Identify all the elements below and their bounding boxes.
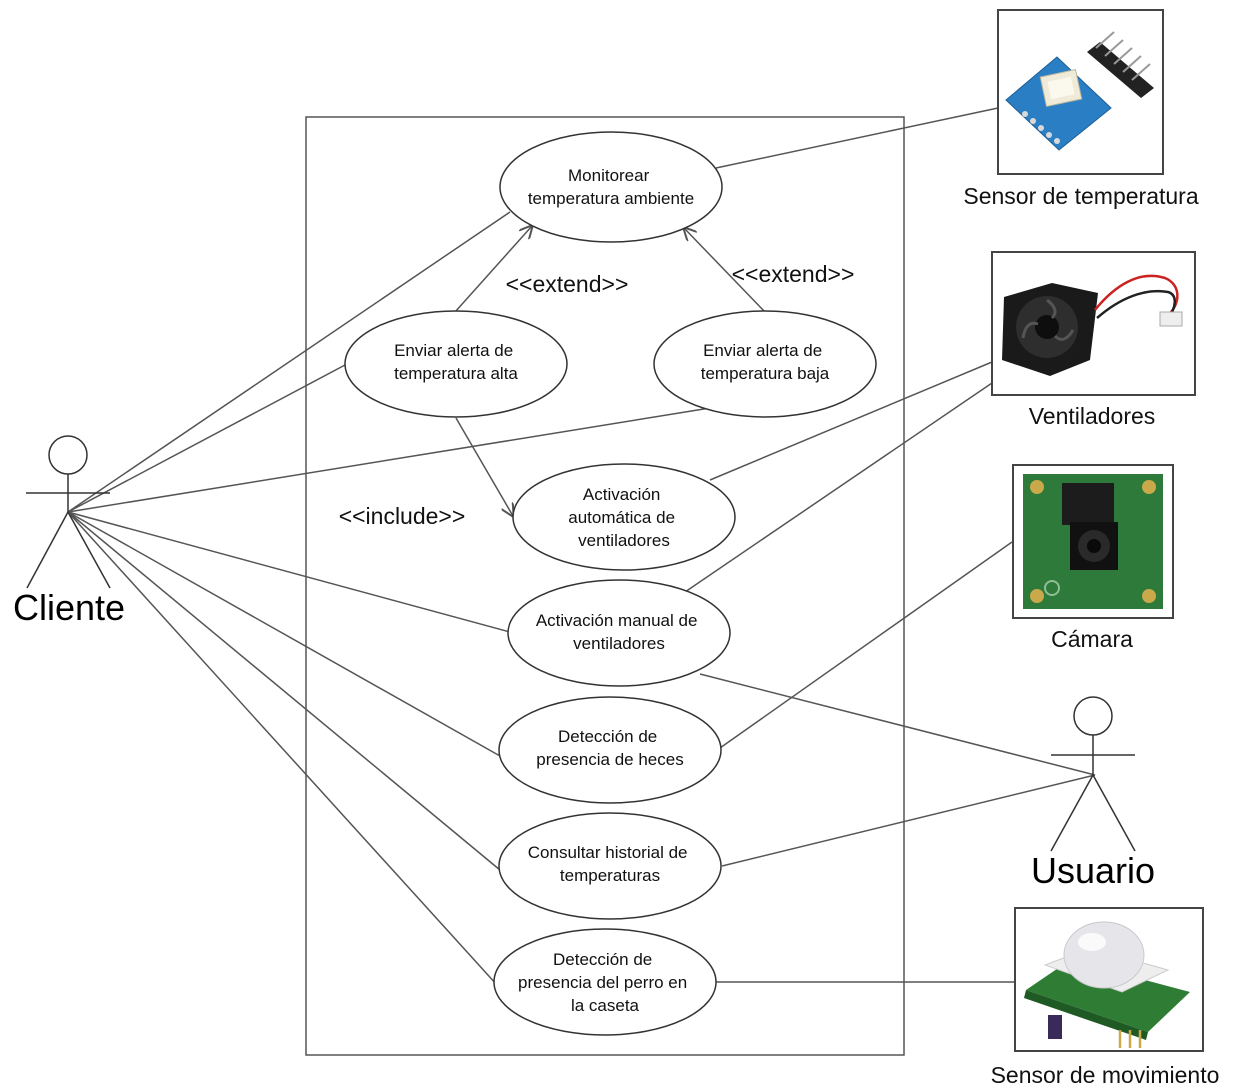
sensor-temperatura-label: Sensor de temperatura	[963, 183, 1198, 209]
assoc-auto-ventiladores	[709, 361, 993, 481]
actor-cliente-leg-right	[67, 511, 111, 589]
extend-arrow-baja	[684, 228, 766, 313]
uc-heces-line-1: Detección de	[558, 727, 657, 746]
actor-usuario-leg-left	[1050, 774, 1094, 852]
uc-monitorear-line-1: Monitorear	[568, 166, 650, 185]
sensor-movimiento-label: Sensor de movimiento	[991, 1062, 1220, 1088]
use-case-activacion-auto[interactable]: Activación automática de ventiladores	[512, 463, 736, 571]
ventiladores-device[interactable]	[991, 251, 1196, 396]
include-label: <<include>>	[339, 503, 466, 529]
use-case-alerta-baja[interactable]: Enviar alerta de temperatura baja	[653, 310, 877, 418]
svg-text:Enviar alerta de tempera: Enviar alerta de temperatura alta	[394, 341, 518, 383]
use-case-monitorear[interactable]: Monitorear temperatura ambiente	[499, 131, 723, 243]
svg-text:Monitorear temperatura a: Monitorear temperatura ambiente	[528, 166, 694, 208]
camara-label: Cámara	[1051, 626, 1133, 652]
extend-arrow-alta	[454, 226, 532, 313]
fan-icon	[1002, 274, 1183, 376]
assoc-cliente-monitorear	[67, 211, 511, 513]
assoc-heces-camara	[719, 541, 1013, 749]
svg-text:Consultar historial de t: Consultar historial de temperaturas	[528, 843, 692, 885]
uc-historial-line-1: Consultar historial de	[528, 843, 688, 862]
use-case-perro[interactable]: Detección de presencia del perro en la c…	[493, 928, 717, 1036]
actor-usuario[interactable]	[1050, 696, 1136, 852]
use-case-activacion-manual[interactable]: Activación manual de ventiladores	[507, 579, 731, 687]
svg-text:Detección de presencia d: Detección de presencia del perro en la c…	[518, 950, 692, 1015]
actor-usuario-leg-right	[1092, 774, 1136, 852]
uc-alerta-baja-line-2: temperatura baja	[701, 364, 830, 383]
sensor-temperatura-device[interactable]	[997, 9, 1164, 175]
uc-alerta-baja-line-1: Enviar alerta de	[703, 341, 822, 360]
sensor-movimiento-device[interactable]	[1014, 907, 1204, 1052]
system-boundary	[305, 116, 905, 1056]
use-case-heces[interactable]: Detección de presencia de heces	[498, 696, 722, 804]
camera-module-icon	[1023, 474, 1163, 609]
extend-label-left: <<extend>>	[506, 271, 629, 297]
device-associations	[684, 107, 1096, 983]
uc-auto-line-3: ventiladores	[578, 531, 670, 550]
assoc-cliente-historial	[67, 511, 501, 871]
include-arrow	[455, 417, 513, 516]
uc-perro-line-2: presencia del perro en	[518, 973, 687, 992]
use-case-alerta-alta[interactable]: Enviar alerta de temperatura alta	[344, 310, 568, 418]
assoc-cliente-activacion-manual	[67, 511, 511, 633]
uc-heces-line-2: presencia de heces	[536, 750, 683, 769]
actor-cliente[interactable]	[26, 435, 111, 589]
svg-text:Detección de presencia d: Detección de presencia de heces	[536, 727, 683, 769]
assoc-monitorear-sensor-temp	[715, 107, 999, 169]
uc-perro-line-3: la caseta	[571, 996, 640, 1015]
relationship-arrows	[454, 226, 766, 516]
svg-text:Enviar alerta de tempera: Enviar alerta de temperatura baja	[701, 341, 830, 383]
uc-alerta-alta-line-1: Enviar alerta de	[394, 341, 513, 360]
uc-alerta-alta-line-2: temperatura alta	[394, 364, 518, 383]
uc-manual-line-2: ventiladores	[573, 634, 665, 653]
assoc-historial-usuario	[721, 774, 1096, 867]
uc-perro-line-1: Detección de	[553, 950, 652, 969]
uc-auto-line-2: automática de	[568, 508, 675, 527]
assoc-cliente-perro	[67, 511, 498, 986]
uc-historial-line-2: temperaturas	[560, 866, 660, 885]
actor-cliente-head	[48, 435, 88, 475]
assoc-cliente-heces	[67, 511, 501, 757]
actor-cliente-leg-left	[26, 511, 69, 589]
assoc-cliente-alerta-alta	[67, 364, 346, 513]
actor-cliente-label: Cliente	[13, 587, 125, 628]
assoc-cliente-alerta-baja	[67, 407, 711, 513]
actor-usuario-head	[1073, 696, 1113, 736]
ventiladores-label: Ventiladores	[1029, 403, 1156, 429]
assoc-manual-ventiladores	[684, 382, 993, 593]
svg-text:Activación automática de: Activación automática de ventiladores	[568, 485, 680, 550]
temperature-sensor-board-icon	[1005, 31, 1154, 151]
pir-sensor-icon	[1024, 921, 1190, 1048]
use-case-historial[interactable]: Consultar historial de temperaturas	[498, 812, 722, 920]
camara-device[interactable]	[1012, 464, 1174, 619]
cliente-associations	[67, 211, 711, 986]
svg-text:Activación manual de ven: Activación manual de ventiladores	[536, 611, 702, 653]
uc-manual-line-1: Activación manual de	[536, 611, 698, 630]
assoc-manual-usuario	[699, 673, 1096, 776]
uc-auto-line-1: Activación	[583, 485, 660, 504]
extend-label-right: <<extend>>	[732, 261, 855, 287]
uc-monitorear-line-2: temperatura ambiente	[528, 189, 694, 208]
actor-usuario-label: Usuario	[1031, 850, 1155, 891]
